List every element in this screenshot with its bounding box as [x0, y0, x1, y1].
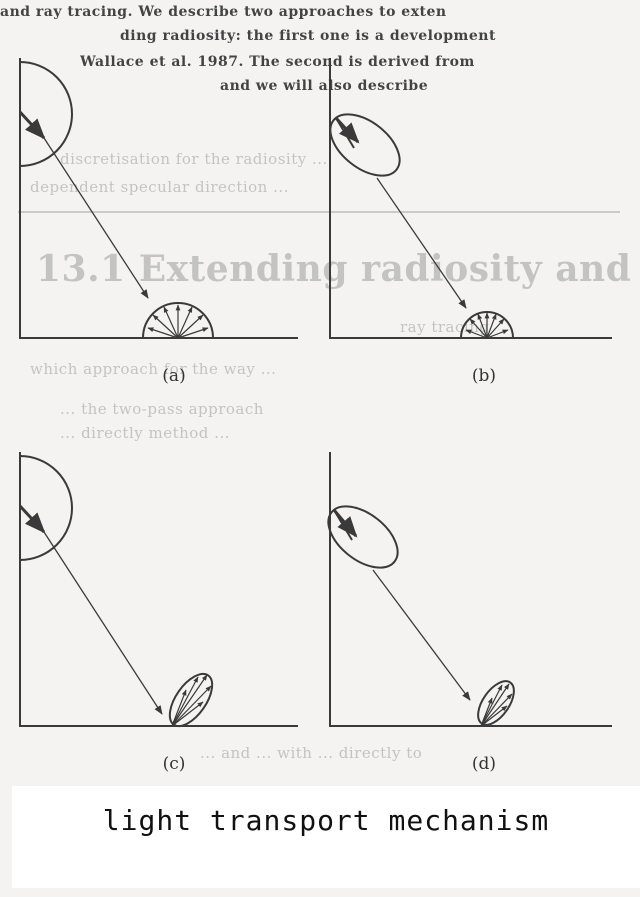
panel-label-c: (c) [162, 754, 186, 774]
incident-arrow [18, 504, 46, 534]
diffuse-reflection-arrows [147, 304, 209, 339]
transport-arrow [372, 569, 471, 701]
bleed-line: ... the two-pass approach [60, 400, 264, 418]
diffuse-hemisphere-floor [142, 302, 214, 339]
bleed-line: dependent specular direction ... [30, 178, 289, 196]
incident-arrow [334, 116, 360, 144]
incident-arrow-2 [333, 509, 353, 541]
specular-reflection-arrows [171, 674, 212, 727]
panel-b-diagram [329, 58, 612, 339]
panel-label-b: (b) [471, 366, 497, 386]
caption-box: light transport mechanism [12, 786, 640, 888]
axes [19, 58, 298, 339]
panel-c-diagram [18, 452, 298, 728]
axes [329, 452, 612, 727]
panel-label-a: (a) [162, 366, 186, 386]
diffuse-reflection-arrows [465, 312, 509, 339]
transport-arrow [376, 177, 467, 309]
axes [19, 452, 298, 727]
bleed-line: which approach for the way ... [30, 360, 277, 378]
bleed-line: ... directly method ... [60, 424, 230, 442]
bleed-heading: 13.1 Extending radiosity and [36, 248, 632, 290]
axes [329, 58, 612, 339]
bleed-line: and ray tracing. We describe two approac… [0, 4, 447, 20]
transport-arrow [43, 137, 149, 299]
caption: light transport mechanism [102, 804, 550, 837]
specular-lobe-floor [168, 672, 214, 728]
incident-arrow-2 [335, 117, 355, 149]
diffuse-hemisphere-floor [460, 311, 514, 339]
bleed-line: discretisation for the radiosity ... [60, 150, 328, 168]
specular-lobe-wall [327, 505, 399, 569]
panel-d-diagram [327, 452, 612, 727]
bleed-line: and we will also describe [220, 78, 429, 94]
specular-lobe-wall [329, 113, 401, 177]
transport-arrow [43, 531, 163, 715]
diffuse-hemisphere-wall [19, 61, 73, 167]
specular-reflection-arrows [480, 683, 513, 727]
panel-a-diagram [18, 58, 298, 339]
diffuse-hemisphere-wall [19, 455, 73, 561]
bleed-line: Wallace et al. 1987. The second is deriv… [80, 54, 475, 70]
panel-label-d: (d) [471, 754, 497, 774]
incident-arrow [18, 110, 46, 140]
bleed-line: ding radiosity: the first one is a devel… [120, 28, 496, 44]
bleed-line: ... and ... with ... directly to [200, 744, 423, 762]
